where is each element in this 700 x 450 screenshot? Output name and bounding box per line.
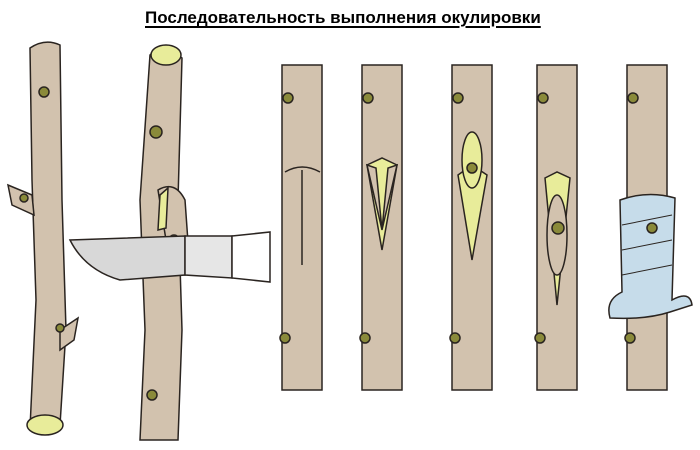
rootstock-wrapped <box>608 64 693 391</box>
rootstock-inserting-bud <box>449 64 493 391</box>
rootstock-bud-inserted <box>534 64 578 391</box>
cut-end <box>26 414 64 436</box>
rootstock-opened <box>359 64 403 391</box>
scion-stem <box>6 41 80 436</box>
knife <box>68 231 271 283</box>
diagram-title: Последовательность выполнения окулировки <box>145 8 541 27</box>
rootstock-t-cut <box>279 64 323 391</box>
